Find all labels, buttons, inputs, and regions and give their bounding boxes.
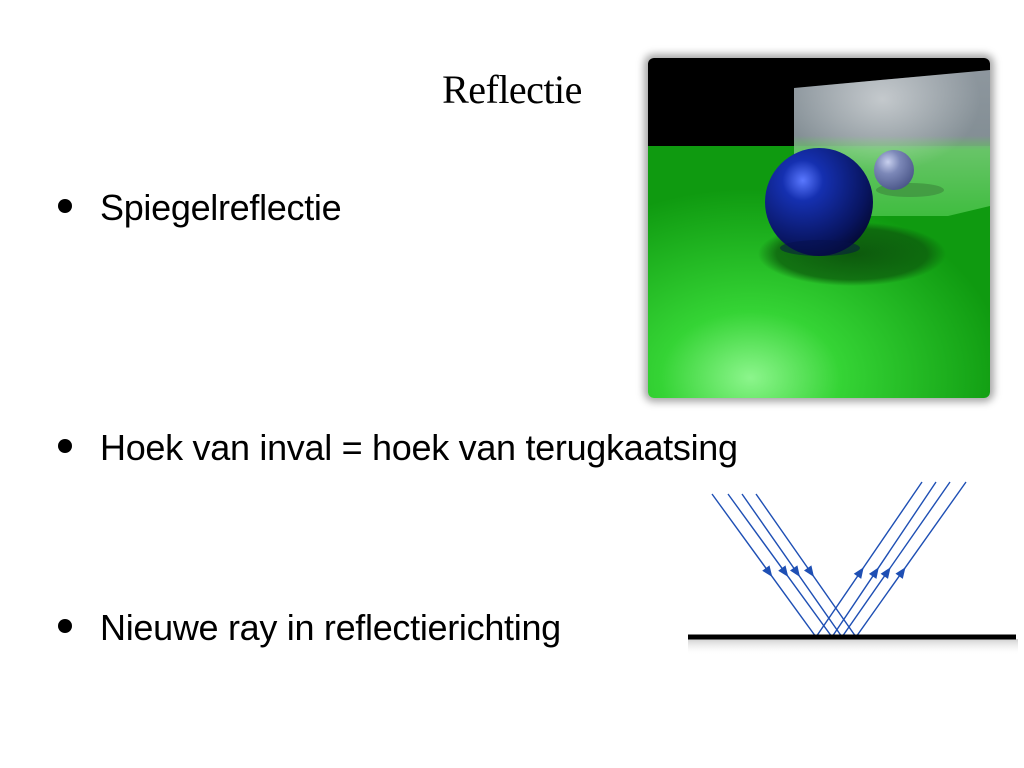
bullet-dot-icon xyxy=(58,619,72,634)
bullet-item: Spiegelreflectie xyxy=(58,186,342,230)
bullet-dot-icon xyxy=(58,439,72,454)
incident-arrow-icon xyxy=(778,565,789,577)
incident-ray xyxy=(741,493,843,638)
raytraced-render-image xyxy=(648,58,990,398)
incident-ray xyxy=(755,493,857,638)
reflected-ray xyxy=(831,481,937,638)
reflected-ray xyxy=(855,481,967,638)
light-rays xyxy=(711,481,967,638)
bullet-text: Nieuwe ray in reflectierichting xyxy=(100,607,561,648)
bullet-item: Nieuwe ray in reflectierichting xyxy=(58,606,561,650)
surface-shadow xyxy=(688,639,1018,655)
bullet-text: Spiegelreflectie xyxy=(100,187,342,228)
incident-ray xyxy=(727,493,833,638)
bullet-dot-icon xyxy=(58,199,72,214)
reflected-arrow-icon xyxy=(853,567,864,579)
incident-arrow-icon xyxy=(762,565,773,577)
incident-ray xyxy=(711,493,817,638)
slide-title: Reflectie xyxy=(442,67,582,112)
reflected-ray xyxy=(841,481,951,638)
incident-arrow-icon xyxy=(790,565,800,577)
reflected-ray xyxy=(815,481,923,638)
bullet-item: Hoek van inval = hoek van terugkaatsing xyxy=(58,426,738,470)
reflected-arrow-icon xyxy=(895,567,906,579)
reflected-arrow-icon xyxy=(868,567,879,579)
bullet-text: Hoek van inval = hoek van terugkaatsing xyxy=(100,427,738,468)
incident-arrow-icon xyxy=(804,565,814,577)
reflection-diagram xyxy=(688,481,1018,655)
render-scene xyxy=(648,58,990,398)
reflected-arrow-icon xyxy=(880,567,891,579)
